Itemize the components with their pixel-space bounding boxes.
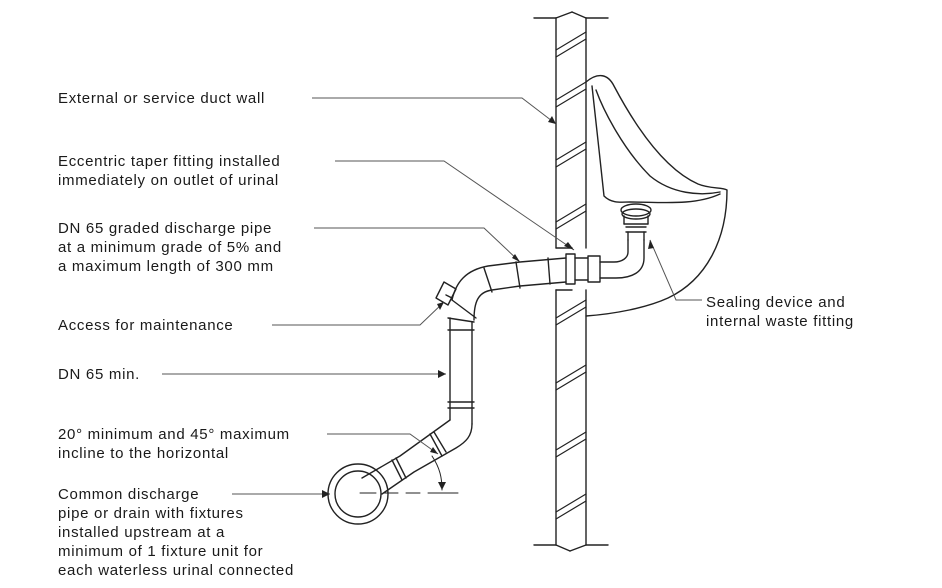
inclined-pipe (361, 419, 473, 495)
leader-incline (327, 433, 439, 455)
label-duct-wall: External or service duct wall (58, 89, 265, 108)
label-line: 20° minimum and 45° maximum (58, 426, 290, 443)
common-drain (327, 463, 389, 525)
label-line: at a minimum grade of 5% and (58, 239, 282, 256)
duct-wall (533, 11, 609, 552)
urinal-bowl (585, 75, 728, 317)
leader-arrows (322, 116, 654, 498)
label-line: installed upstream at a (58, 524, 226, 541)
label-graded-pipe: DN 65 graded discharge pipe at a minimum… (58, 219, 282, 276)
label-line: External or service duct wall (58, 90, 266, 107)
vertical-pipe (447, 317, 475, 425)
graded-discharge-pipe (451, 253, 601, 321)
label-dn65-min: DN 65 min. (58, 365, 140, 384)
label-line: DN 65 graded discharge pipe (58, 220, 273, 237)
label-line: minimum of 1 fixture unit for (58, 543, 264, 560)
label-line: Sealing device and (706, 294, 846, 311)
label-line: DN 65 min. (58, 366, 141, 383)
sealing-device (599, 203, 652, 279)
leader-lines (162, 97, 702, 495)
label-line: a maximum length of 300 mm (58, 258, 274, 275)
label-line: immediately on outlet of urinal (58, 172, 279, 189)
label-line: Eccentric taper fitting installed (58, 153, 281, 170)
label-line: Access for maintenance (58, 317, 234, 334)
label-incline: 20° minimum and 45° maximum incline to t… (58, 425, 290, 463)
label-taper-fitting: Eccentric taper fitting installed immedi… (58, 152, 280, 190)
leader-graded (314, 227, 521, 263)
label-line: incline to the horizontal (58, 445, 229, 462)
label-access: Access for maintenance (58, 316, 233, 335)
leader-sealing (649, 239, 702, 301)
label-line: internal waste fitting (706, 313, 854, 330)
leader-wall (312, 97, 557, 125)
label-line: each waterless urinal connected (58, 562, 294, 579)
label-line: pipe or drain with fixtures (58, 505, 244, 522)
incline-angle (359, 455, 459, 494)
label-common-discharge: Common discharge pipe or drain with fixt… (58, 485, 294, 580)
leader-access (272, 301, 445, 326)
label-sealing-device: Sealing device and internal waste fittin… (706, 293, 854, 331)
label-line: Common discharge (58, 486, 200, 503)
leader-taper (335, 160, 575, 251)
access-cap (435, 281, 457, 306)
